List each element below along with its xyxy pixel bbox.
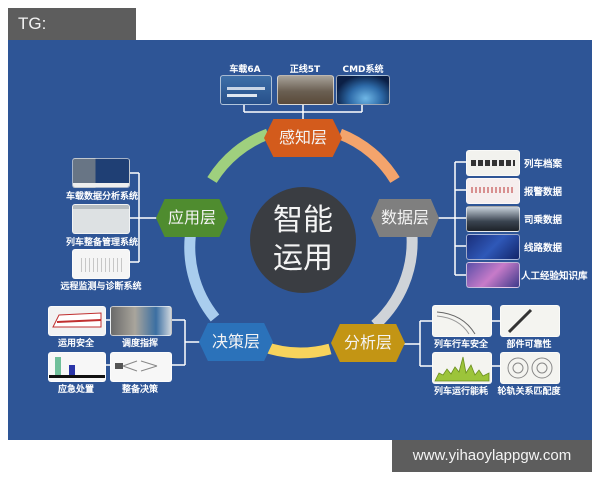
- wheel-rail-match-thumbnail: [500, 352, 560, 384]
- dispatch-command-thumbnail: [110, 306, 172, 336]
- decision-layer-node[interactable]: 决策层: [199, 323, 273, 361]
- cmd-system-thumbnail: [336, 75, 390, 105]
- operation-safety-thumbnail: [48, 306, 106, 336]
- remote-monitoring-diagnosis-thumbnail: [72, 249, 130, 279]
- analysis-layer-node[interactable]: 分析层: [331, 324, 405, 362]
- perception-item-label: 车载6A: [229, 65, 261, 75]
- decision-item-label: 调度指挥: [121, 339, 158, 349]
- knowledge-base-thumbnail: [466, 262, 520, 288]
- train-maintenance-mgmt-thumbnail: [72, 204, 130, 234]
- decision-item-label: 运用安全: [57, 339, 94, 349]
- perception-item-label: 正线5T: [289, 65, 321, 75]
- decision-item-label: 整备决策: [121, 385, 158, 395]
- maintenance-decision-thumbnail: [110, 352, 172, 382]
- application-item-label: 列车整备管理系统: [65, 238, 138, 248]
- data-item-label: 人工经验知识库: [521, 271, 588, 282]
- data-item-label: 司乘数据: [524, 215, 563, 226]
- data-item-label: 报警数据: [524, 187, 563, 198]
- onboard-6a-thumbnail: [220, 75, 272, 105]
- mainline-5t-thumbnail: [277, 75, 334, 105]
- crew-data-thumbnail: [466, 206, 520, 232]
- train-archive-thumbnail: [466, 150, 520, 176]
- alarm-data-thumbnail: [466, 178, 520, 204]
- energy-consumption-thumbnail: [432, 352, 492, 384]
- center-circle: 智能 运用: [250, 187, 356, 293]
- component-reliability-thumbnail: [500, 305, 560, 337]
- data-layer-node[interactable]: 数据层: [371, 199, 439, 237]
- decision-item-label: 应急处置: [57, 385, 94, 395]
- center-title-line2: 运用: [273, 241, 333, 276]
- analysis-item-label: 部件可靠性: [506, 340, 552, 350]
- emergency-response-thumbnail: [48, 352, 106, 382]
- data-item-label: 列车档案: [524, 159, 563, 170]
- train-safety-chart-thumbnail: [432, 305, 492, 337]
- application-item-label: 远程监测与诊断系统: [60, 282, 142, 292]
- onboard-data-analysis-thumbnail: [72, 158, 130, 188]
- data-item-label: 线路数据: [524, 243, 563, 254]
- route-data-thumbnail: [466, 234, 520, 260]
- site-watermark: www.yihaoylappgw.com: [392, 440, 592, 472]
- application-layer-node[interactable]: 应用层: [156, 199, 228, 237]
- perception-layer-node[interactable]: 感知层: [264, 119, 342, 157]
- perception-item-label: CMD系统: [342, 65, 384, 75]
- analysis-item-label: 列车行车安全: [433, 340, 488, 350]
- center-title-line1: 智能: [273, 203, 333, 238]
- analysis-item-label: 列车运行能耗: [433, 387, 488, 397]
- analysis-item-label: 轮轨关系匹配度: [497, 387, 561, 397]
- application-item-label: 车载数据分析系统: [65, 192, 138, 202]
